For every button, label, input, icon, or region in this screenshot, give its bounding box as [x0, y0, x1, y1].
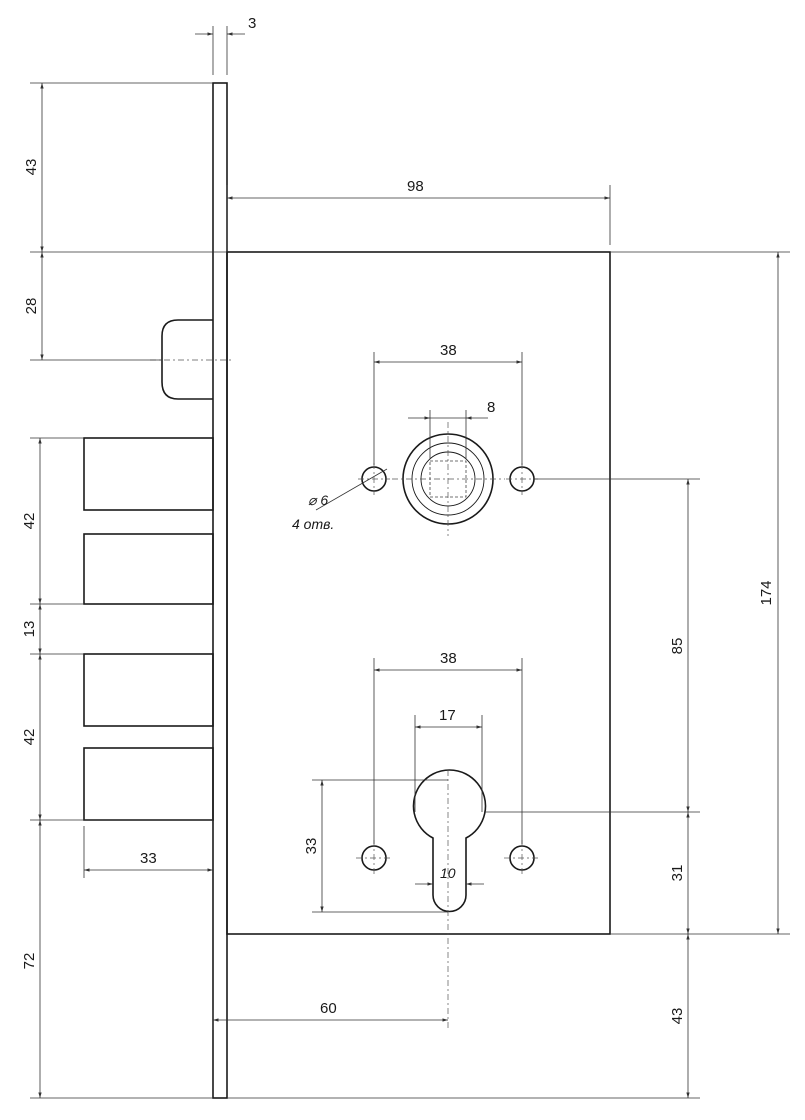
- dead-bolt-3: [83, 653, 214, 727]
- dim-cylinder-holes-spacing: 38: [440, 650, 457, 667]
- dim-faceplate-bottom-offset: 43: [669, 1008, 686, 1025]
- dim-spindle-square: 8: [487, 399, 495, 416]
- dim-cylinder-to-body-bottom: 31: [669, 865, 686, 882]
- dimension-labels: 3 98 43 28 42 13 42 72 33 38 8 ⌀ 6 4 отв…: [21, 15, 775, 1024]
- hole-note-diameter: ⌀ 6: [308, 492, 328, 508]
- extension-lines: [30, 26, 790, 1099]
- dim-bottom-offset: 72: [21, 953, 38, 970]
- lock-body: [226, 251, 611, 935]
- dead-bolt-1: [83, 437, 214, 511]
- dimension-lines: [38, 32, 780, 1098]
- dim-bolt-throw: 33: [140, 850, 157, 867]
- dead-bolt-2: [83, 533, 214, 605]
- latch-bolt: [161, 319, 213, 400]
- dead-bolt-4: [83, 747, 214, 821]
- dim-bolt-gap: 13: [21, 621, 38, 638]
- dim-spindle-to-cylinder: 85: [669, 638, 686, 655]
- faceplate: [212, 82, 228, 1099]
- dim-spindle-holes-spacing: 38: [440, 342, 457, 359]
- dim-latch-offset: 28: [23, 298, 40, 315]
- dim-faceplate-thickness: 3: [248, 15, 256, 32]
- dim-cylinder-slot: 10: [440, 865, 456, 881]
- dim-cylinder-width: 17: [439, 707, 456, 724]
- lock-geometry: [83, 82, 611, 1099]
- dim-bolt-group-lower: 42: [21, 729, 38, 746]
- dim-body-height: 174: [758, 580, 775, 605]
- hole-note-count: 4 отв.: [292, 516, 334, 532]
- dim-cylinder-height: 33: [303, 838, 320, 855]
- dim-body-width: 98: [407, 178, 424, 195]
- dim-bolt-group-upper: 42: [21, 513, 38, 530]
- dim-top-offset: 43: [23, 159, 40, 176]
- cylinder-cutout: [412, 769, 487, 913]
- dim-backset: 60: [320, 1000, 337, 1017]
